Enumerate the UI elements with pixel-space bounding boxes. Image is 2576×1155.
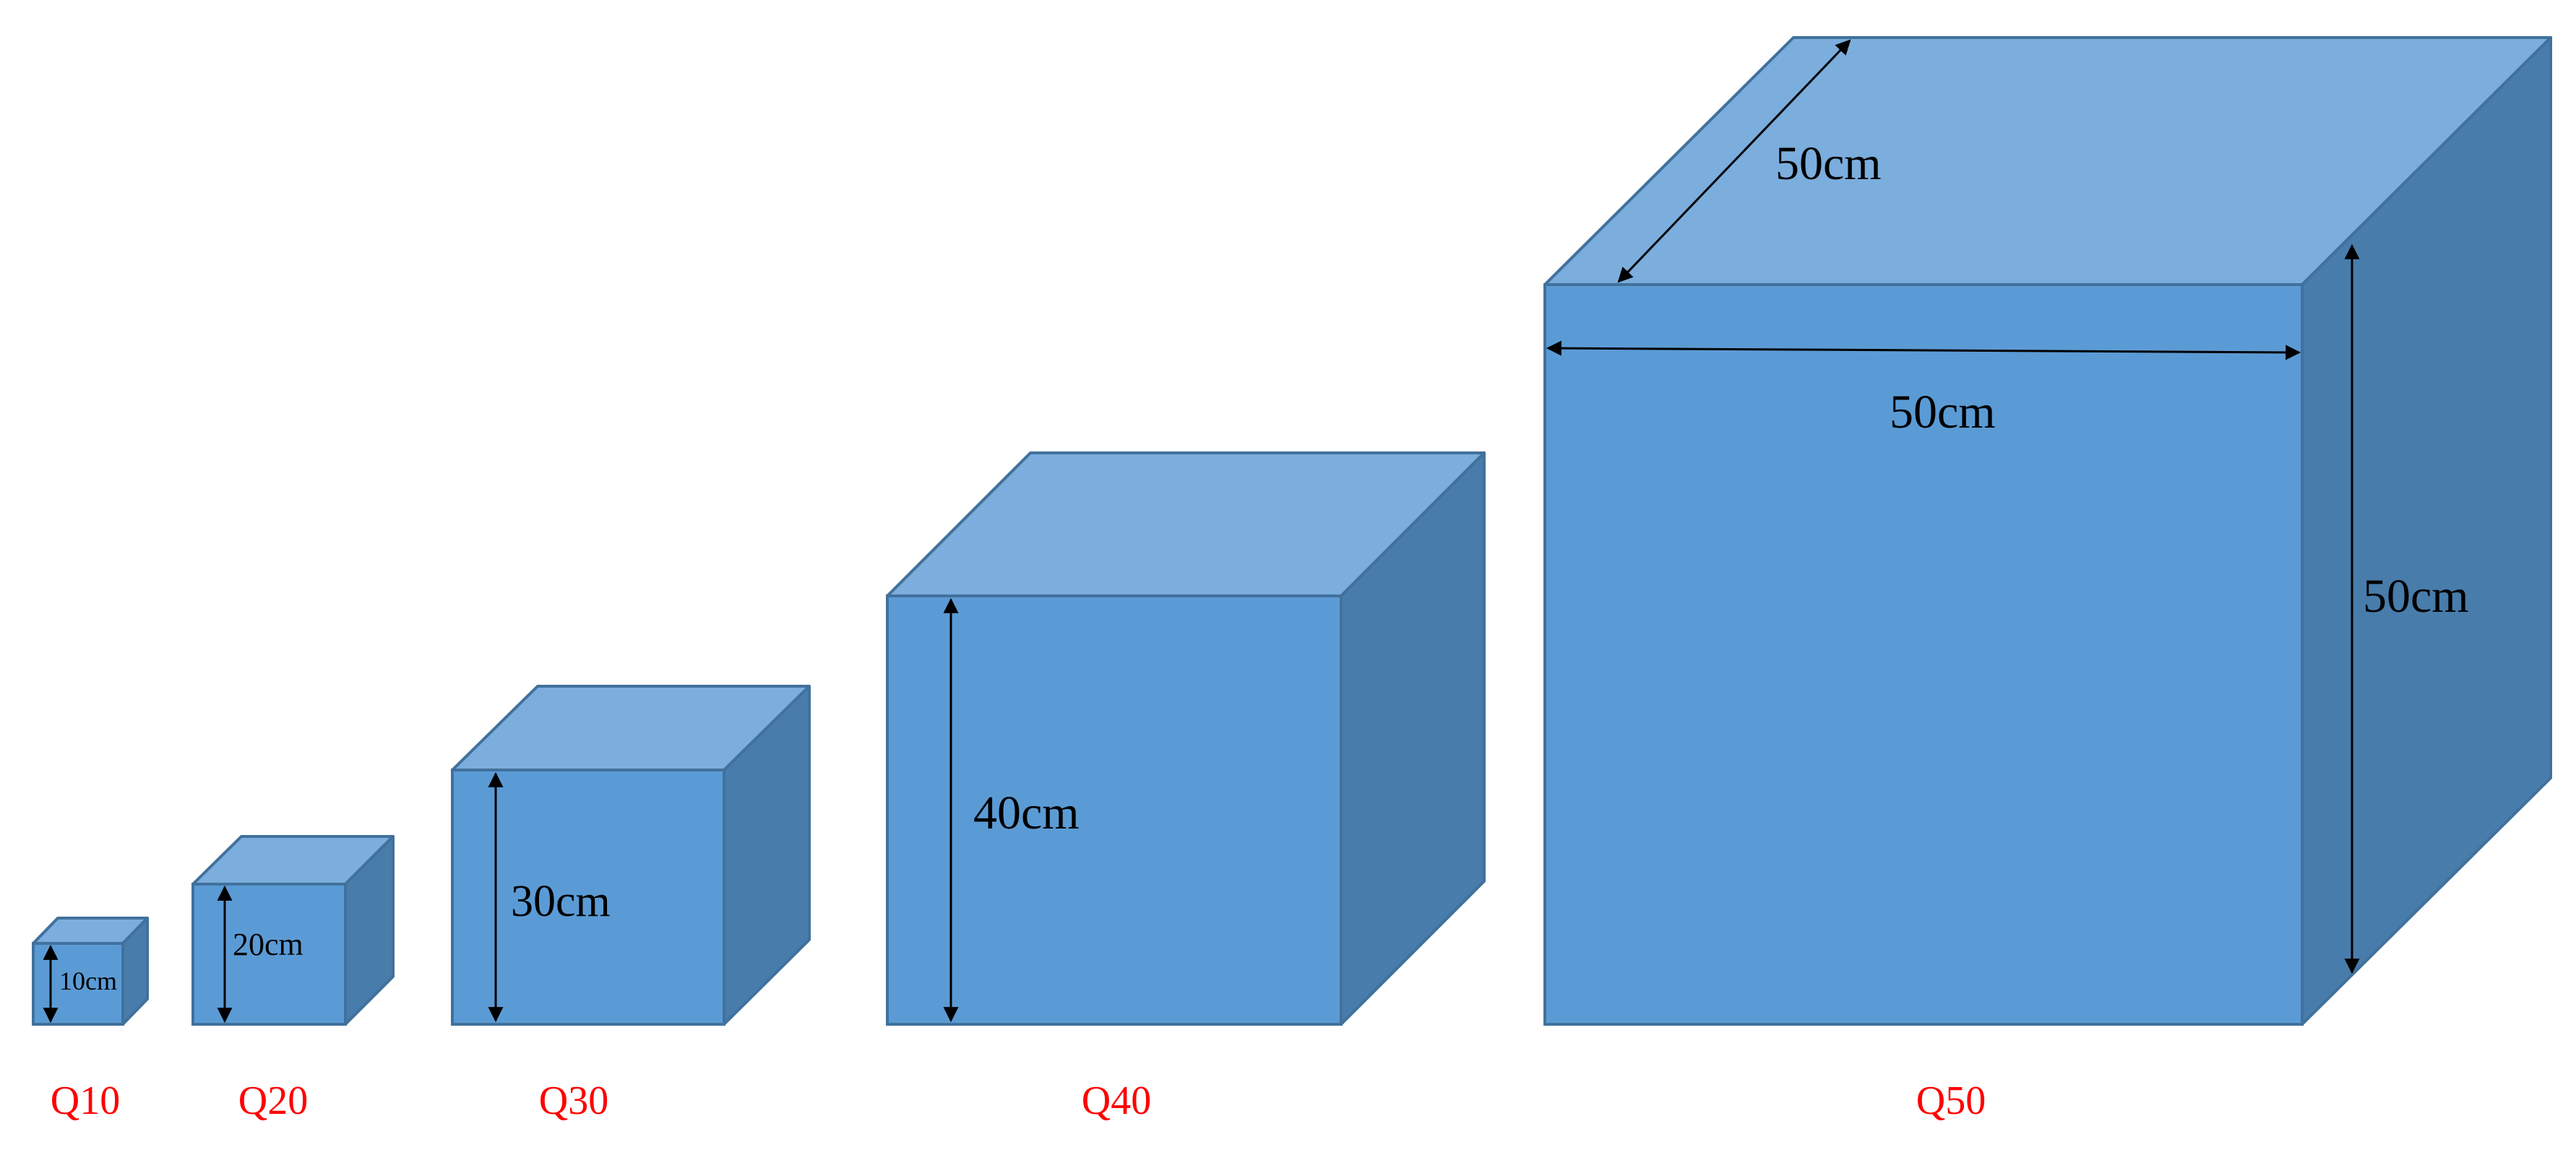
cube-q50-front-face — [1543, 283, 2304, 1026]
cube-q10: 10cm Q10 — [32, 917, 149, 1123]
cube-q30-height-label: 30cm — [511, 877, 611, 926]
cube-q50-label: Q50 — [1916, 1078, 1986, 1123]
cube-q40: 40cm Q40 — [886, 451, 1486, 1123]
cube-q50-depth-arrow — [1617, 39, 1851, 283]
cube-q20-height-label: 20cm — [233, 927, 303, 962]
cube-q20-label: Q20 — [238, 1078, 308, 1123]
cube-q50-width-label: 50cm — [1890, 386, 1996, 438]
cube-q10-height-label: 10cm — [59, 966, 117, 995]
cube-q50-height-label: 50cm — [2363, 570, 2469, 623]
cube-q40-label: Q40 — [1082, 1078, 1151, 1123]
cube-q10-label: Q10 — [51, 1078, 120, 1123]
cube-q30: 30cm Q30 — [451, 685, 811, 1123]
cube-q40-front-face — [886, 594, 1343, 1026]
cube-q50: 50cm 50cm 50cm Q50 — [1543, 36, 2552, 1123]
cube-q50-depth-label: 50cm — [1775, 137, 1882, 190]
cube-q20: 20cm Q20 — [191, 835, 395, 1123]
cube-q30-label: Q30 — [539, 1078, 608, 1123]
cube-q50-width-arrow — [1546, 340, 2301, 360]
cube-q40-height-label: 40cm — [973, 787, 1080, 839]
